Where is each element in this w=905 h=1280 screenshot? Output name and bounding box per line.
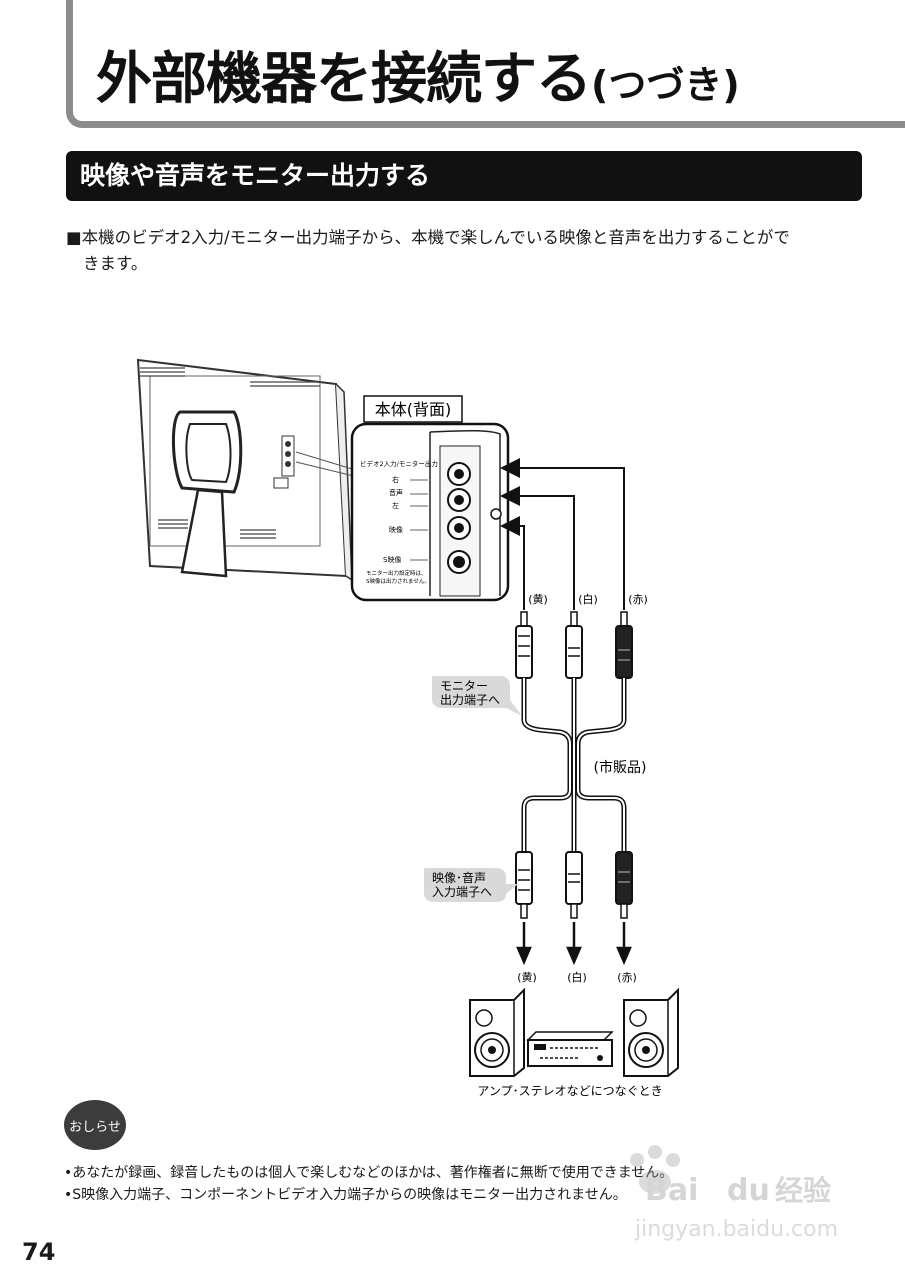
watermark-brand-1: Bai xyxy=(645,1173,698,1208)
label-yellow-top: (黄) xyxy=(528,592,548,606)
connection-arrows xyxy=(500,458,625,610)
callout-input-line-2: 入力端子へ xyxy=(432,885,492,899)
panel-note-line-2: S映像は出力されません。 xyxy=(366,577,430,585)
label-red-bottom: (赤) xyxy=(617,971,637,984)
callout-monitor-line-1: モニター xyxy=(440,679,488,693)
rca-jack-red xyxy=(447,462,471,486)
note-1: •あなたが録画、録音したものは個人で楽しむなどのほかは、著作権者に無断で使用でき… xyxy=(64,1165,674,1181)
label-white-top: (白) xyxy=(578,592,598,606)
connection-diagram: 本体(背面) ビデオ2入力/モニター出力 右 音声 左 映像 S映像 モニター出… xyxy=(136,358,679,1098)
title-frame xyxy=(66,0,905,128)
down-arrows xyxy=(516,922,632,966)
rear-panel-detail: 本体(背面) ビデオ2入力/モニター出力 右 音声 左 映像 S映像 モニター出… xyxy=(350,395,510,602)
label-yellow-bottom: (黄) xyxy=(517,970,537,984)
notice-badge: おしらせ xyxy=(64,1100,126,1150)
plug-yellow-bottom xyxy=(515,851,533,919)
note-2: •S映像入力端子、コンポーネントビデオ入力端子からの映像はモニター出力されません… xyxy=(64,1187,627,1203)
intro-paragraph: ■本機のビデオ2入力/モニター出力端子から、本機で楽しんでいる映像と音声を出力す… xyxy=(66,225,866,277)
tv-rear-illustration xyxy=(136,358,353,582)
label-white-bottom: (白) xyxy=(567,970,587,984)
s-video-jack xyxy=(447,550,471,574)
cable-label: (市販品) xyxy=(594,759,647,776)
jack-s-video-label: S映像 xyxy=(383,555,401,564)
rca-jack-white xyxy=(447,488,471,512)
baidu-watermark: Bai du 经验 jingyan.baidu.com xyxy=(630,1145,838,1242)
plug-red-bottom xyxy=(615,851,633,919)
intro-line-1: ■本機のビデオ2入力/モニター出力端子から、本機で楽しんでいる映像と音声を出力す… xyxy=(66,228,790,247)
panel-label: ビデオ2入力/モニター出力 xyxy=(360,459,438,468)
label-red-top: (赤) xyxy=(628,593,648,606)
jack-right-label: 右 xyxy=(392,475,399,484)
notice-notes: •あなたが録画、録音したものは個人で楽しむなどのほかは、著作権者に無断で使用でき… xyxy=(64,1162,673,1206)
jack-video-label: 映像 xyxy=(389,525,403,534)
page-number: 74 xyxy=(22,1238,56,1266)
callout-input-line-1: 映像･音声 xyxy=(432,870,486,885)
amp-caption: アンプ･ステレオなどにつなぐとき xyxy=(477,1084,662,1098)
page-title-main: 外部機器を接続する xyxy=(96,47,592,112)
section-title: 映像や音声をモニター出力する xyxy=(80,161,431,190)
plug-red-top xyxy=(615,611,633,679)
page-title-suffix: (つづき) xyxy=(591,63,740,107)
plug-white-top xyxy=(565,611,583,679)
watermark-url: jingyan.baidu.com xyxy=(634,1217,838,1242)
page-title: 外部機器を接続する(つづき) xyxy=(96,52,740,108)
speaker-right xyxy=(623,987,679,1077)
plug-white-bottom xyxy=(565,851,583,919)
jack-audio-label: 音声 xyxy=(389,488,403,497)
watermark-brand-3: 经验 xyxy=(775,1174,831,1207)
rca-jack-yellow xyxy=(447,516,471,540)
panel-note-line-1: モニター出力設定時は、 xyxy=(366,569,427,577)
watermark-brand-2: du xyxy=(727,1173,770,1208)
paw-icon xyxy=(630,1145,680,1194)
amplifier xyxy=(526,1031,614,1067)
callout-av-input: 映像･音声 入力端子へ xyxy=(424,868,518,902)
callout-monitor-line-2: 出力端子へ xyxy=(440,693,500,707)
callout-monitor-output: モニター 出力端子へ xyxy=(432,676,522,716)
intro-line-2: きます。 xyxy=(83,254,148,273)
speaker-left xyxy=(469,987,525,1077)
section-bar xyxy=(66,151,862,201)
rear-label: 本体(背面) xyxy=(375,400,452,419)
plug-yellow-top xyxy=(515,611,533,679)
jack-left-label: 左 xyxy=(392,501,399,510)
